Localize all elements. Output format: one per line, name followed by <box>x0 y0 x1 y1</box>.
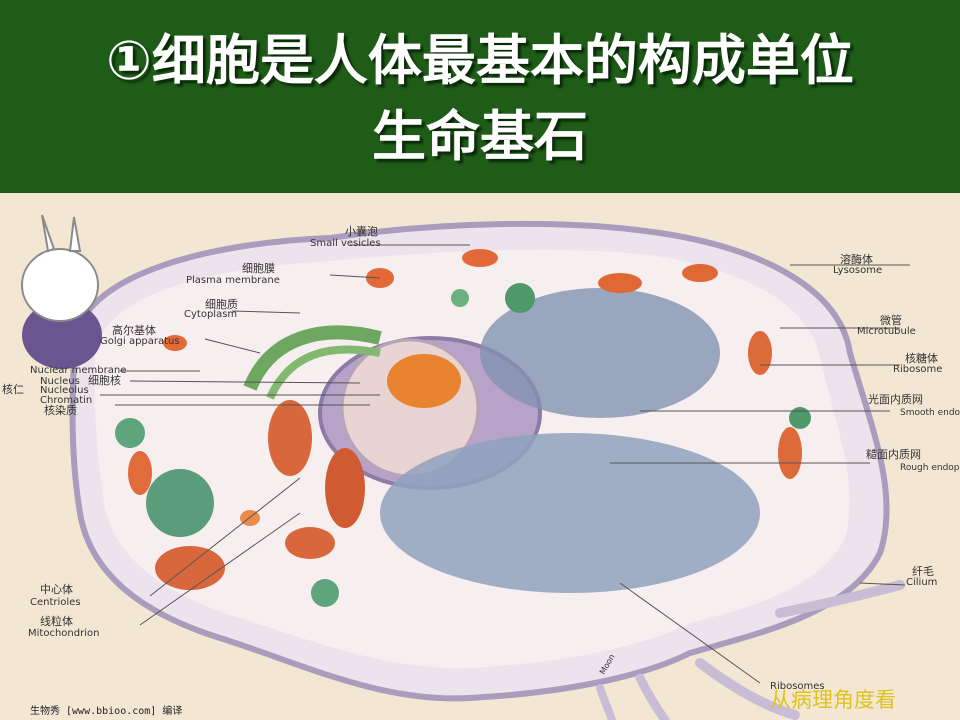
label-lysosome-cn: 溶酶体 <box>840 252 873 266</box>
label-cytoplasm-en: Cytoplasm <box>184 309 237 320</box>
image-credit: 生物秀 [www.bbioo.com] 编译 <box>30 706 183 717</box>
lysosome <box>146 469 214 537</box>
label-lysosome-en: Lysosome <box>833 265 882 276</box>
label-plasma-membrane-en: Plasma membrane <box>186 275 280 286</box>
label-centrioles-en: Centrioles <box>30 597 81 608</box>
label-cilium-en: Cilium <box>906 577 937 588</box>
golgi-apparatus <box>243 325 382 391</box>
label-nuclear-membrane-en: Nuclear membrane <box>30 365 126 376</box>
label-nucleolus-en: Nucleolus <box>40 385 89 396</box>
mitochondrion <box>268 400 312 476</box>
label-mitochondrion-en: Mitochondrion <box>28 628 99 639</box>
label-mitochondrion-cn: 线粒体 <box>40 614 73 628</box>
label-smooth-er-cn: 光面内质网 <box>868 392 923 406</box>
label-small-vesicles-en: Small vesicles <box>310 238 381 249</box>
rabbit-cartoon <box>21 214 102 369</box>
smooth-er <box>480 288 720 418</box>
label-golgi-en: Golgi apparatus <box>100 336 180 347</box>
cilium <box>775 580 905 618</box>
slide-title-line1: ①细胞是人体最基本的构成单位 <box>106 29 854 92</box>
label-rough-er-en: Rough endoplasmic reticulum <box>900 463 960 473</box>
label-ribosomes-en: Ribosomes <box>770 681 825 692</box>
label-chromatin-en: Chromatin <box>40 395 92 406</box>
label-cytoplasm-cn: 细胞质 <box>205 298 238 311</box>
label-ribosome-cn: 核糖体 <box>905 351 938 365</box>
footer-note: 从病理角度看 <box>770 688 896 712</box>
label-plasma-membrane-cn: 细胞膜 <box>242 262 275 275</box>
label-rough-er-cn: 糙面内质网 <box>866 447 921 461</box>
label-microtubule-cn: 微管 <box>880 313 902 327</box>
label-nucleolus-cn: 核仁 <box>2 382 24 396</box>
rough-er <box>380 433 760 593</box>
label-nucleus-cn: 细胞核 <box>88 373 121 387</box>
title-banner: ①细胞是人体最基本的构成单位 生命基石 <box>0 0 960 193</box>
label-cilium-cn: 纤毛 <box>912 565 934 578</box>
label-smooth-er-en: Smooth endoplasmic reticulum <box>900 408 960 418</box>
nucleolus <box>387 354 461 408</box>
label-small-vesicles-cn: 小囊泡 <box>345 224 378 238</box>
label-golgi-cn: 高尔基体 <box>112 323 156 337</box>
label-nucleus-en: Nucleus <box>40 376 80 387</box>
cell-illustration: 小囊泡 Small vesicles 细胞膜 Plasma membrane 细… <box>0 193 960 720</box>
label-chromatin-cn: 核染质 <box>44 403 77 417</box>
label-microtubule-en: Microtubule <box>857 326 916 337</box>
label-centrioles-cn: 中心体 <box>40 582 73 596</box>
label-ribosome-en: Ribosome <box>893 364 942 375</box>
slide-title-line2: 生命基石 <box>372 105 588 168</box>
